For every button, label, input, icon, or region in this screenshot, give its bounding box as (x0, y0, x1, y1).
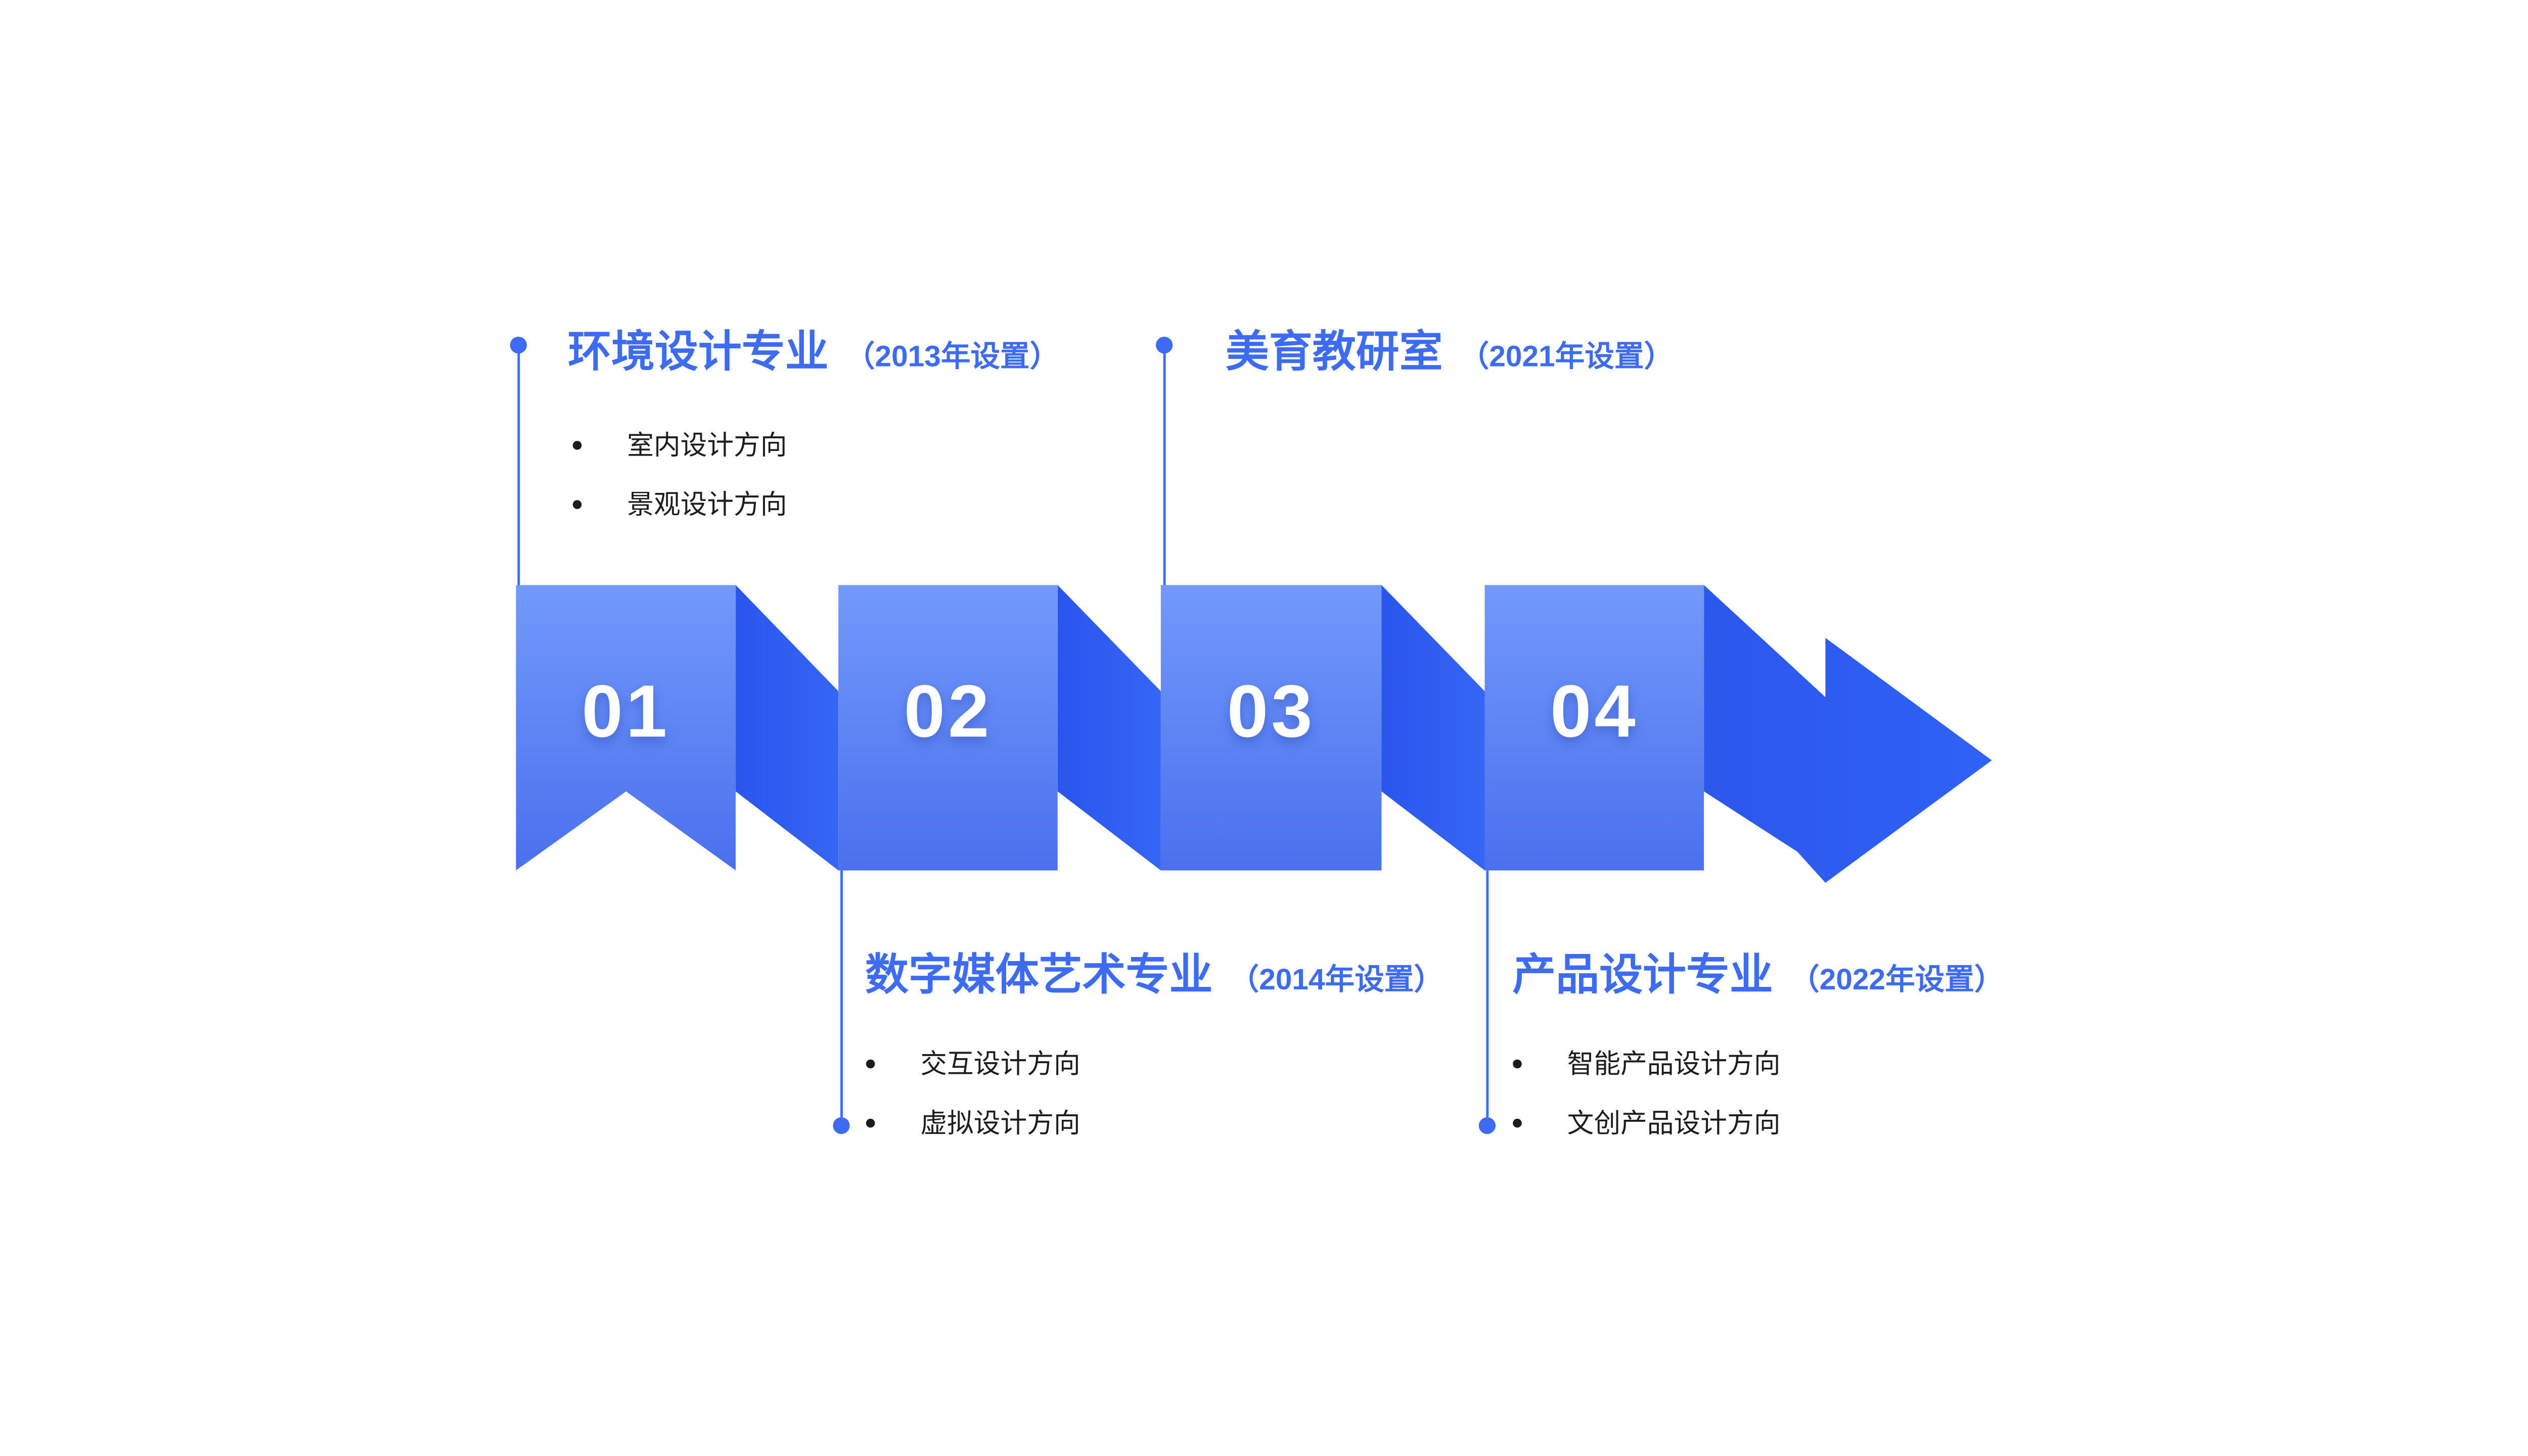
bullet-icon (572, 441, 582, 450)
connector-dot-step1 (510, 337, 527, 354)
list-item-label: 室内设计方向 (627, 430, 787, 461)
section-items-step1: 室内设计方向 景观设计方向 (572, 416, 787, 534)
step-number-3: 03 (1227, 669, 1316, 752)
ribbon-fold-3 (1381, 585, 1485, 871)
bullet-icon (1513, 1059, 1522, 1069)
list-item: 虚拟设计方向 (866, 1094, 1080, 1153)
section-title-step4: 产品设计专业 (1512, 949, 1773, 999)
section-items-step4: 智能产品设计方向 文创产品设计方向 (1513, 1034, 1780, 1153)
panel-step2 (838, 585, 1058, 871)
list-item: 室内设计方向 (572, 416, 787, 475)
panel-step3 (1160, 585, 1382, 871)
connector-line-step3 (1163, 351, 1166, 588)
list-item: 文创产品设计方向 (1513, 1094, 1780, 1153)
section-year-step1: （2013年设置） (845, 339, 1060, 373)
bullet-icon (866, 1118, 875, 1128)
list-item-label: 虚拟设计方向 (920, 1108, 1080, 1138)
ribbon-fold-1 (736, 585, 839, 871)
connector-dot-step3 (1156, 337, 1173, 354)
ribbon-arrow (1704, 585, 1992, 883)
step-number-4: 04 (1550, 669, 1639, 752)
connector-line-step2 (840, 870, 843, 1117)
section-heading-step1: 环境设计专业 （2013年设置） (568, 330, 1059, 373)
panel-step1 (516, 585, 736, 871)
section-year-step4: （2022年设置） (1790, 963, 2004, 996)
section-title-step3: 美育教研室 (1225, 327, 1443, 376)
panel-step4 (1484, 585, 1704, 871)
section-heading-step2: 数字媒体艺术专业 （2014年设置） (865, 949, 1443, 999)
timeline-diagram: 01 02 03 04 环境设计专业 （2013年设置） 室内设计方向 景观设计… (510, 329, 2004, 1153)
connector-dot-step4 (1478, 1117, 1496, 1134)
bullet-icon (572, 500, 582, 509)
list-item: 交互设计方向 (866, 1034, 1080, 1094)
section-title-step1: 环境设计专业 (568, 327, 829, 376)
section-items-step2: 交互设计方向 虚拟设计方向 (866, 1034, 1080, 1153)
ribbon-graphic (510, 337, 1992, 1134)
bullet-icon (866, 1059, 875, 1069)
section-year-step3: （2021年设置） (1459, 339, 1674, 373)
list-item: 智能产品设计方向 (1513, 1034, 1780, 1094)
section-year-step2: （2014年设置） (1229, 963, 1443, 996)
step-number-1: 01 (581, 669, 670, 752)
list-item: 景观设计方向 (572, 475, 787, 534)
list-item-label: 交互设计方向 (920, 1049, 1080, 1079)
bullet-icon (1513, 1118, 1522, 1128)
section-heading-step3: 美育教研室 （2021年设置） (1226, 330, 1674, 373)
list-item-label: 文创产品设计方向 (1567, 1108, 1781, 1138)
connector-dot-step2 (833, 1117, 850, 1134)
list-item-label: 智能产品设计方向 (1567, 1049, 1781, 1079)
connector-line-step1 (517, 351, 520, 588)
ribbon-fold-2 (1057, 585, 1161, 871)
step-number-2: 02 (904, 669, 992, 752)
connector-line-step4 (1486, 870, 1489, 1117)
section-heading-step4: 产品设计专业 （2022年设置） (1512, 949, 2004, 999)
list-item-label: 景观设计方向 (627, 489, 787, 520)
section-title-step2: 数字媒体艺术专业 (865, 949, 1213, 999)
